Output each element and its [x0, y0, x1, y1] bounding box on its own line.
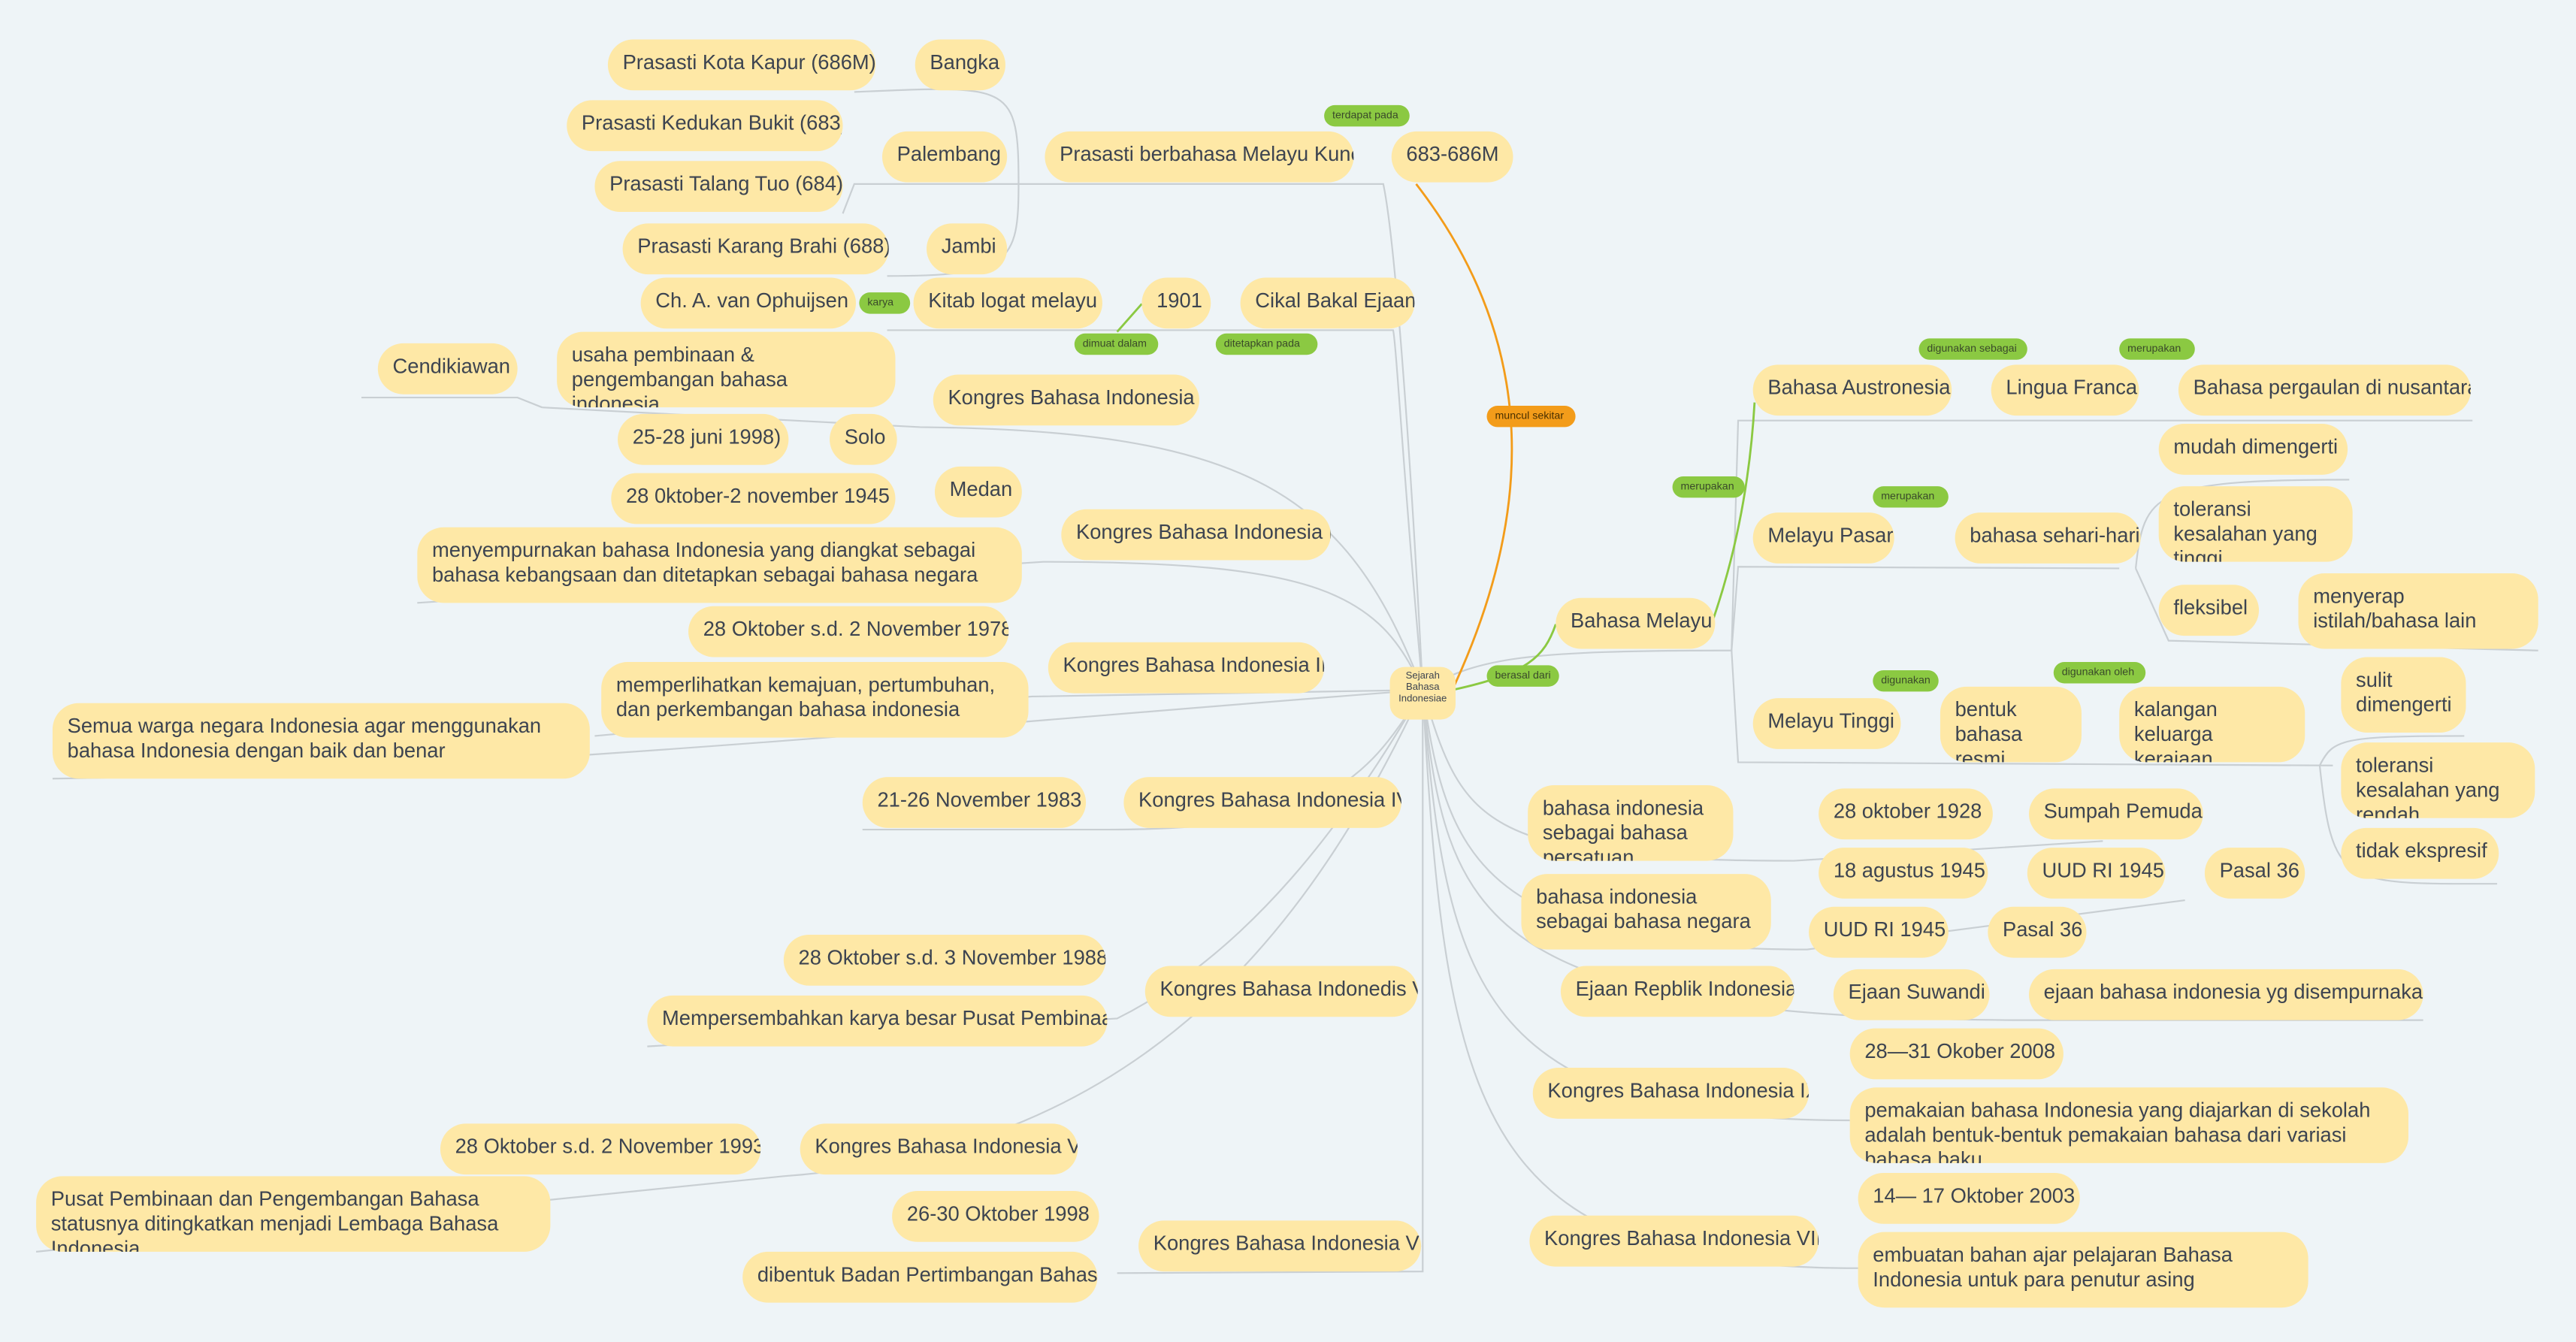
relation-digunakan-oleh[interactable]: digunakan oleh: [2053, 662, 2146, 684]
topic-node[interactable]: Pasal 36: [1988, 906, 2087, 958]
topic-node[interactable]: Bahasa Melayu: [1556, 597, 1716, 649]
topic-node[interactable]: 14— 17 Oktober 2003: [1858, 1172, 2080, 1224]
relation-digunakan-sebagai[interactable]: digunakan sebagai: [1918, 338, 2027, 360]
topic-node[interactable]: toleransi kesalahan yang rendah: [2341, 742, 2535, 818]
topic-node[interactable]: bahasa indonesia sebagai bahasa persatua…: [1528, 785, 1734, 861]
topic-node[interactable]: Bahasa Austronesia: [1752, 364, 1952, 416]
topic-node[interactable]: Kongres Bahasa Indonesia III: [1048, 642, 1325, 694]
topic-node[interactable]: 28 Oktober s.d. 3 November 1988: [783, 934, 1106, 986]
topic-node[interactable]: Jambi: [927, 223, 1008, 275]
topic-node[interactable]: Pasal 36: [2204, 848, 2305, 899]
topic-node[interactable]: Bangka: [915, 39, 1005, 91]
topic-node[interactable]: Mempersembahkan karya besar Pusat Pembin…: [647, 995, 1108, 1047]
topic-node[interactable]: 28 Oktober s.d. 2 November 1978: [688, 606, 1009, 657]
topic-node[interactable]: Kitab logat melayu: [913, 277, 1102, 329]
central-topic[interactable]: Sejarah Bahasa Indonesiae: [1389, 666, 1456, 720]
topic-node[interactable]: Sumpah Pemuda: [2028, 788, 2203, 840]
relation-terdapat-pada[interactable]: terdapat pada: [1324, 104, 1410, 127]
topic-node[interactable]: Cendikiawan: [377, 343, 518, 394]
topic-node[interactable]: Melayu Tinggi: [1752, 698, 1901, 749]
topic-node[interactable]: Melayu Pasar: [1752, 512, 1894, 564]
topic-node[interactable]: Kongres Bahasa Indonesia VI: [800, 1123, 1078, 1175]
topic-node[interactable]: Kongres Bahasa Indonesia II: [1061, 509, 1331, 561]
topic-node[interactable]: Prasasti berbahasa Melayu Kuno: [1045, 131, 1354, 183]
topic-node[interactable]: 28 Oktober s.d. 2 November 1993: [440, 1123, 761, 1175]
topic-node[interactable]: 28 oktober 1928: [1819, 788, 1993, 840]
topic-node[interactable]: 26-30 Oktober 1998: [892, 1191, 1099, 1242]
topic-node[interactable]: UUD RI 1945: [2027, 848, 2166, 899]
topic-node[interactable]: Palembang: [882, 131, 1008, 183]
relation-digunakan[interactable]: digunakan: [1873, 669, 1939, 692]
topic-node[interactable]: Kongres Bahasa Indonedis V: [1144, 966, 1418, 1017]
topic-node[interactable]: usaha pembinaan & pengembangan bahasa in…: [557, 331, 896, 408]
topic-node[interactable]: ejaan bahasa indonesia yg disempurnakan: [2028, 969, 2423, 1020]
topic-node[interactable]: Kongres Bahasa Indonesia I: [933, 374, 1199, 426]
topic-node[interactable]: Prasasti Karang Brahi (688): [622, 223, 889, 275]
topic-node[interactable]: Lingua Franca: [1991, 364, 2139, 416]
topic-node[interactable]: memperlihatkan kemajuan, pertumbuhan, da…: [601, 662, 1029, 738]
topic-node[interactable]: bahasa indonesia sebagai bahasa negara: [1521, 874, 1771, 950]
relation-muncul-sekitar[interactable]: muncul sekitar: [1486, 405, 1576, 428]
topic-node[interactable]: 1901: [1141, 277, 1211, 329]
topic-node[interactable]: 18 agustus 1945: [1819, 848, 1988, 899]
topic-node[interactable]: bahasa sehari-hari: [1955, 512, 2141, 564]
topic-node[interactable]: Kongres Bahasa Indonesia IV: [1123, 777, 1401, 828]
relation-ditetapkan[interactable]: ditetapkan pada: [1215, 333, 1318, 355]
topic-node[interactable]: mudah dimengerti: [2158, 424, 2348, 475]
topic-node[interactable]: Ch. A. van Ophuijsen: [640, 277, 857, 329]
topic-node[interactable]: Cikal Bakal Ejaan: [1240, 277, 1415, 329]
topic-node[interactable]: 683-686M: [1391, 131, 1513, 183]
topic-node[interactable]: sulit dimengerti: [2341, 657, 2466, 733]
relation-berasal-dari[interactable]: berasal dari: [1486, 665, 1559, 687]
topic-node[interactable]: Bahasa pergaulan di nusantara: [2178, 364, 2472, 416]
topic-node[interactable]: Prasasti Kota Kapur (686M): [607, 39, 876, 91]
topic-node[interactable]: Kongres Bahasa Indonesia VIII: [1529, 1215, 1819, 1267]
topic-node[interactable]: pemakaian bahasa Indonesia yang diajarka…: [1849, 1087, 2408, 1163]
topic-node[interactable]: Pusat Pembinaan dan Pengembangan Bahasa …: [36, 1176, 551, 1252]
relation-merupakan[interactable]: merupakan: [1873, 486, 1949, 508]
topic-node[interactable]: 28 0ktober-2 november 1945: [611, 473, 896, 524]
topic-node[interactable]: 21-26 November 1983: [862, 777, 1087, 828]
relation-dimuat-dalam[interactable]: dimuat dalam: [1074, 333, 1159, 355]
relation-karya[interactable]: karya: [859, 292, 911, 314]
topic-node[interactable]: kalangan keluarga kerajaan: [2119, 686, 2305, 763]
topic-node[interactable]: Kongres Bahasa Indonesia IX: [1532, 1068, 1810, 1119]
topic-node[interactable]: Ejaan Repblik Indonesia: [1560, 966, 1794, 1017]
topic-node[interactable]: Kongres Bahasa Indonesia VII: [1138, 1220, 1422, 1272]
topic-node[interactable]: toleransi kesalahan yang tinggi: [2158, 486, 2353, 562]
topic-node[interactable]: tidak ekspresif: [2341, 827, 2499, 879]
topic-node[interactable]: menyempurnakan bahasa Indonesia yang dia…: [417, 527, 1022, 603]
relation-merupakan[interactable]: merupakan: [2119, 338, 2195, 360]
topic-node[interactable]: Medan: [934, 466, 1022, 518]
topic-node[interactable]: Semua warga negara Indonesia agar menggu…: [52, 703, 590, 779]
topic-node[interactable]: 25-28 juni 1998): [618, 413, 789, 465]
topic-node[interactable]: bentuk bahasa resmi: [1940, 686, 2082, 763]
topic-node[interactable]: dibentuk Badan Pertimbangan Bahasa: [742, 1251, 1098, 1303]
topic-node[interactable]: Prasasti Kedukan Bukit (683): [567, 100, 843, 152]
topic-node[interactable]: Ejaan Suwandi: [1833, 969, 1990, 1020]
topic-node[interactable]: UUD RI 1945: [1809, 906, 1949, 958]
topic-node[interactable]: Solo: [830, 413, 897, 465]
topic-node[interactable]: fleksibel: [2158, 585, 2260, 636]
topic-node[interactable]: 28—31 Okober 2008: [1849, 1028, 2064, 1080]
relation-merupakan[interactable]: merupakan: [1672, 476, 1745, 498]
topic-node[interactable]: embuatan bahan ajar pelajaran Bahasa Ind…: [1858, 1232, 2308, 1308]
topic-node[interactable]: menyerap istilah/bahasa lain: [2298, 573, 2538, 649]
topic-node[interactable]: Prasasti Talang Tuo (684): [594, 161, 843, 213]
